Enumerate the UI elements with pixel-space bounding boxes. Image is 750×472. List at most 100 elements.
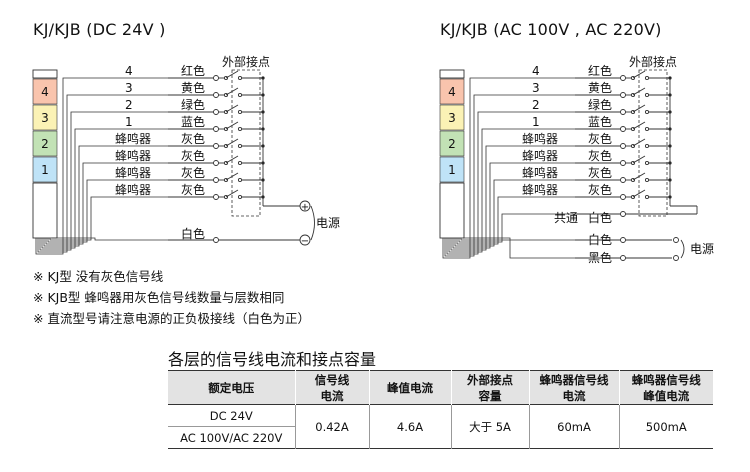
wire-number-label: 4 [532,64,540,78]
wire-color-label: 绿色 [181,97,205,112]
signal-wire [47,179,168,243]
signal-wire [460,238,575,241]
wire-color-label: 灰色 [181,132,205,146]
tower-layer-2 [32,130,58,157]
signal-wire [45,162,168,245]
switch-blade [632,172,646,181]
contact-point [237,143,243,149]
wire-number-label: 2 [125,98,133,112]
tower-layer-4 [439,78,465,105]
power-brace [680,239,685,259]
contact-point [644,92,650,98]
terminal-circle [213,194,219,200]
left-diagram-title: KJ/KJB (DC 24V ) [33,20,166,39]
signal-wire [41,128,168,249]
tower-layer-label: 2 [448,137,456,151]
switch-blade [225,121,239,130]
wire-number-label: 1 [125,115,133,129]
tower-layer-label: 1 [41,163,49,177]
tower-layer-label: 2 [41,137,49,151]
value-contact-capacity: 大于 5A [450,404,529,449]
tower-cap [32,69,58,79]
contact-point [237,177,243,183]
wire-number-label: 蜂鸣器 [522,131,558,146]
wire-number-label: 蜂鸣器 [115,182,151,197]
white-wire-label: 白色 [588,232,612,247]
table-title: 各层的信号线电流和接点容量 [168,350,377,369]
wire-color-label: 灰色 [588,132,612,146]
wire-color-label: 灰色 [588,166,612,180]
tower-cap [439,69,465,79]
power-label: 电源 [690,242,714,256]
value-buzzer-peak: 500mA [618,404,713,449]
minus-terminal [299,234,311,246]
contact-point [644,143,650,149]
common-label: 共通 [554,211,578,225]
terminal-circle [620,160,626,166]
plus-terminal [299,200,311,212]
switch-blade [632,138,646,147]
table-header-row: 额定电压 信号线电流 峰值电流 外部接点容量 蜂鸣器信号线电流 蜂鸣器信号线峰值… [168,370,713,405]
signal-wire [39,111,168,251]
terminal-circle [620,237,626,243]
signal-wire [49,196,168,241]
white-wire-label: 白色 [181,226,205,241]
header-buzzer-current: 蜂鸣器信号线电流 [528,370,619,405]
terminal-circle [620,255,626,261]
terminal-circle [213,237,219,243]
switch-blade [632,70,646,79]
wire-number-label: 蜂鸣器 [115,148,151,163]
external-contact-label: 外部接点 [222,54,270,69]
tower-base [32,182,58,239]
signal-wire [52,237,168,241]
tower-base [439,182,465,239]
note-3: ※ 直流型号请注意电源的正负极接线（白色为正） [33,311,310,326]
power-terminal [673,255,679,261]
header-signal-current: 信号线电流 [294,370,369,405]
common-color-label: 白色 [588,210,612,225]
tower-layer-label: 4 [448,85,456,99]
contact-point [237,126,243,132]
value-peak-current: 4.6A [368,404,451,449]
signal-wire [442,77,575,259]
contact-point [644,177,650,183]
contact-point [644,109,650,115]
tower-layer-1 [439,156,465,183]
voltage-ac: AC 100V/AC 220V [180,430,283,445]
wire-number-label: 1 [532,115,540,129]
switch-blade [225,155,239,164]
terminal-circle [213,126,219,132]
terminal-circle [213,160,219,166]
wire-color-label: 灰色 [588,183,612,197]
wire-color-label: 灰色 [181,183,205,197]
contact-point [644,75,650,81]
signal-wire [35,77,168,255]
terminal-circle [620,75,626,81]
wire-color-label: 红色 [588,63,612,78]
wire-number-label: 蜂鸣器 [522,165,558,180]
wire-number-label: 3 [532,81,540,95]
signal-wire [37,94,168,253]
external-contact-label: 外部接点 [629,54,677,69]
wire-number-label: 蜂鸣器 [522,182,558,197]
power-label: 电源 [316,216,340,230]
minus-sign: − [301,236,309,247]
signal-wire [463,237,575,259]
plus-sign: + [301,202,309,213]
wire-number-label: 蜂鸣器 [115,131,151,146]
signal-wire [444,94,575,257]
voltage-dc: DC 24V [209,408,253,423]
terminal-circle [620,194,626,200]
power-brace [310,205,315,241]
note-1: ※ KJ型 没有灰色信号线 [33,269,164,284]
header-peak-current: 峰值电流 [368,370,451,405]
wire-number-label: 2 [532,98,540,112]
signal-wire [452,162,575,249]
terminal-circle [213,92,219,98]
signal-wire [456,196,575,245]
header-rated-voltage: 额定电压 [208,380,255,395]
wire-color-label: 灰色 [588,149,612,163]
terminal-circle [620,143,626,149]
switch-blade [225,87,239,96]
